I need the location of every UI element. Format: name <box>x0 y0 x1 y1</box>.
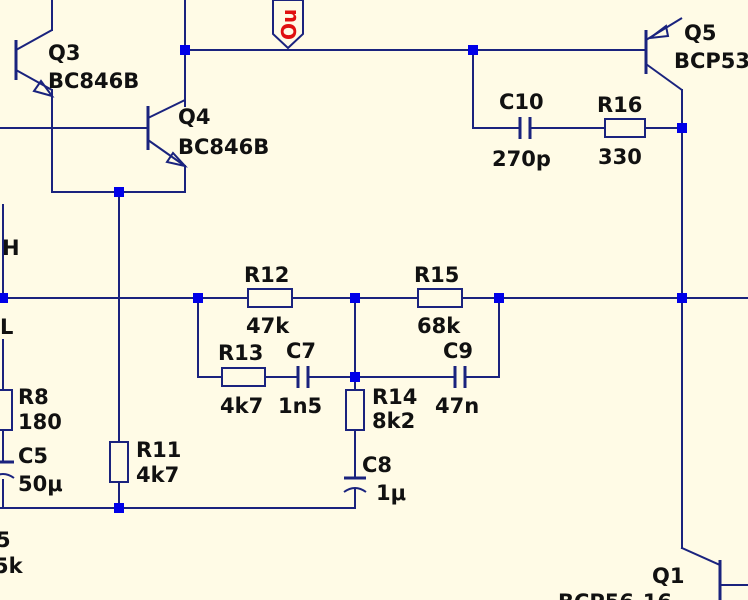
q3-collector <box>15 29 53 51</box>
resistor-r11 <box>109 441 129 483</box>
label-q3-value: BC846B <box>48 69 139 93</box>
label-q1-ref: Q1 <box>652 564 684 588</box>
label-r14-ref: R14 <box>372 385 417 409</box>
transistor-q4 <box>146 99 188 168</box>
label-c5-value: 50μ <box>18 472 63 496</box>
q4-emitter <box>147 139 186 167</box>
label-r14-value: 8k2 <box>372 409 415 433</box>
junction-dot <box>350 372 360 382</box>
label-q3-ref: Q3 <box>48 41 80 65</box>
resistor-r13 <box>221 367 266 387</box>
q3-arrow-icon <box>32 79 55 98</box>
q5-collector <box>645 63 683 91</box>
capacitor-c5 <box>0 460 15 479</box>
label-q1-value: BCP56-16 <box>558 590 672 600</box>
label-partial-ref: 5 <box>0 528 11 552</box>
resistor-r12 <box>247 288 293 308</box>
label-r16-ref: R16 <box>597 93 642 117</box>
resistor-r8 <box>0 389 13 431</box>
label-r8-ref: R8 <box>18 385 49 409</box>
label-r12-value: 47k <box>246 314 290 338</box>
label-q5-value: BCP53 <box>674 49 748 73</box>
port-shape <box>272 0 304 50</box>
label-c8-value: 1μ <box>376 481 406 505</box>
junction-dot <box>494 293 504 303</box>
resistor-r16 <box>604 118 646 138</box>
transistor-q3 <box>14 29 55 98</box>
label-q4-ref: Q4 <box>178 105 210 129</box>
c5-plate-b <box>0 473 15 479</box>
capacitor-c8 <box>343 476 367 493</box>
capacitor-c9 <box>453 366 467 388</box>
junction-dot <box>180 45 190 55</box>
transistor-q1 <box>718 560 748 600</box>
label-c9-value: 47n <box>435 394 479 418</box>
output-port: Ou <box>272 0 304 50</box>
label-r11-value: 4k7 <box>136 463 179 487</box>
label-r8-value: 180 <box>18 410 62 434</box>
label-q5-ref: Q5 <box>684 21 716 45</box>
label-h-fragment: H <box>2 236 20 260</box>
label-r13-ref: R13 <box>218 341 263 365</box>
q4-arrow-icon <box>165 151 188 168</box>
junction-dot <box>677 293 687 303</box>
label-r11-ref: R11 <box>136 438 181 462</box>
label-r15-value: 68k <box>417 314 461 338</box>
junction-dot <box>350 293 360 303</box>
junctions <box>0 45 687 513</box>
junction-dot <box>114 187 124 197</box>
label-r15-ref: R15 <box>414 263 459 287</box>
c8-plate-b <box>343 487 367 493</box>
label-c9-ref: C9 <box>443 339 473 363</box>
label-r16-value: 330 <box>598 145 642 169</box>
resistor-r14 <box>345 389 365 431</box>
wires <box>0 0 748 567</box>
label-r12-ref: R12 <box>244 263 289 287</box>
junction-dot <box>468 45 478 55</box>
q4-collector <box>147 99 186 119</box>
label-c5-ref: C5 <box>18 444 48 468</box>
label-c7-ref: C7 <box>286 339 316 363</box>
port-label: Ou <box>277 9 301 40</box>
capacitor-c10 <box>518 117 532 139</box>
label-q4-value: BC846B <box>178 135 269 159</box>
wire-q1-collector <box>680 546 722 567</box>
label-r13-value: 4k7 <box>220 394 263 418</box>
junction-dot <box>677 123 687 133</box>
resistor-r15 <box>417 288 463 308</box>
capacitor-c7 <box>296 366 310 388</box>
label-l-fragment: L <box>0 315 13 339</box>
label-c7-value: 1n5 <box>278 394 322 418</box>
transistor-q5 <box>640 17 683 91</box>
q5-arrow-icon <box>646 24 670 40</box>
junction-dot <box>193 293 203 303</box>
label-c8-ref: C8 <box>362 453 392 477</box>
junction-dot <box>114 503 124 513</box>
label-partial-value: 5k <box>0 554 24 578</box>
junction-dot <box>0 293 8 303</box>
labels: Q3 BC846B Q4 BC846B Q5 BCP53 Q1 BCP56-16… <box>0 21 748 600</box>
label-c10-ref: C10 <box>499 90 544 114</box>
label-c10-value: 270p <box>492 147 551 171</box>
